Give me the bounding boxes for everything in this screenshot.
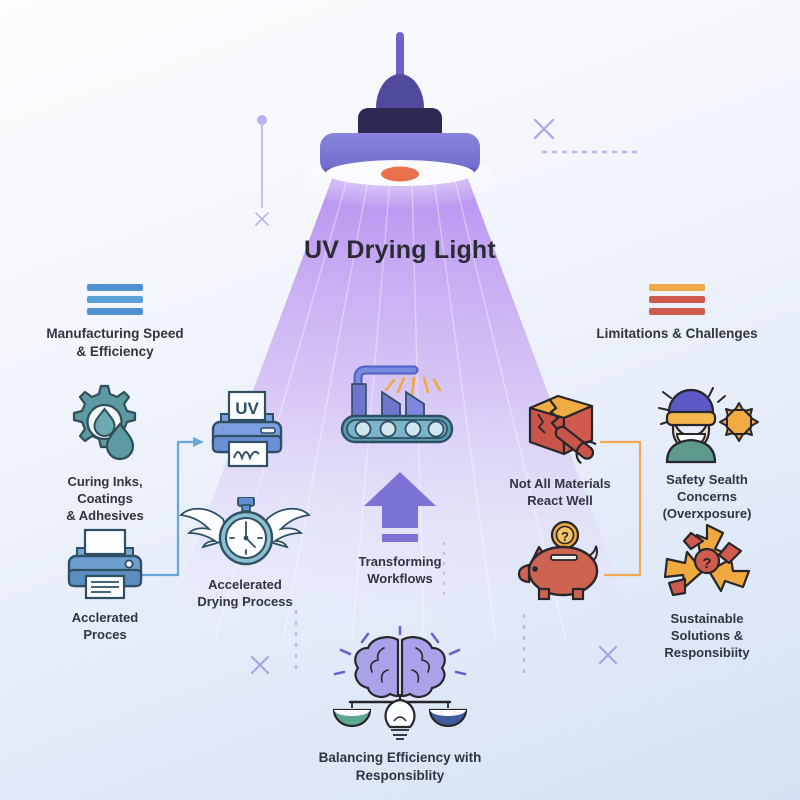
printer-icon xyxy=(67,528,143,600)
node-sustainable-solutions[interactable]: ? Sustainable Solutions & Responsibiity xyxy=(632,521,782,661)
bars-icon xyxy=(87,284,143,315)
lamp-shade xyxy=(320,133,480,175)
svg-text:?: ? xyxy=(561,529,569,544)
section-header-left: Manufacturing Speed & Efficiency xyxy=(10,284,220,361)
node-sustainable-solutions-caption: Sustainable Solutions & Responsibiity xyxy=(664,611,750,661)
recycle-question-icon: ? xyxy=(663,523,751,597)
cracked-box-wrench-icon xyxy=(528,394,597,465)
winged-stopwatch-icon xyxy=(179,497,311,566)
node-balancing-efficiency[interactable]: Balancing Efficiency with Responsiblity xyxy=(280,626,520,785)
node-curing-inks[interactable]: Curing Inks, Coatings & Adhesives xyxy=(30,378,180,524)
node-piggy-bank[interactable]: ? xyxy=(490,515,640,601)
uv-page-label: UV xyxy=(235,399,259,418)
worker-goggles-sun-icon xyxy=(658,387,759,464)
node-transforming-workflows[interactable]: Transforming Workflows xyxy=(325,470,475,587)
node-materials-caption: Not All Materials React Well xyxy=(509,476,611,509)
bars-icon xyxy=(649,284,705,315)
uv-printer-icon: UV xyxy=(211,390,283,468)
node-safety-health-caption: Safety Sealth Concerns (Overxposure) xyxy=(662,472,752,522)
node-accelerated-drying-caption: Accelerated Drying Process xyxy=(197,577,293,610)
x-mark-icon xyxy=(533,118,555,140)
gear-droplet-icon xyxy=(72,384,137,461)
node-materials[interactable]: Not All Materials React Well xyxy=(485,386,635,509)
node-safety-health[interactable]: Safety Sealth Concerns (Overxposure) xyxy=(632,378,782,522)
brain-scales-bulb-icon xyxy=(332,626,468,740)
x-mark-icon xyxy=(598,645,618,665)
dashed-line-icon xyxy=(542,150,638,154)
page-title: UV Drying Light xyxy=(304,236,496,264)
node-curing-inks-caption: Curing Inks, Coatings & Adhesives xyxy=(66,474,144,524)
node-balancing-efficiency-caption: Balancing Efficiency with Responsiblity xyxy=(318,750,482,783)
connector-limitations xyxy=(600,440,642,577)
x-mark-icon xyxy=(250,655,270,675)
x-mark-icon xyxy=(255,212,269,226)
section-header-right: Limitations & Challenges xyxy=(572,284,782,343)
svg-text:?: ? xyxy=(702,555,711,572)
node-transforming-workflows-caption: Transforming Workflows xyxy=(358,554,442,587)
node-accelerated-process[interactable]: Acclerated Proces xyxy=(30,524,180,643)
node-accelerated-process-caption: Acclerated Proces xyxy=(71,610,139,643)
factory-conveyor-icon xyxy=(340,365,454,444)
lamp-bulb xyxy=(381,166,419,182)
pin-line-icon xyxy=(257,115,267,208)
piggy-bank-question-icon: ? xyxy=(517,520,599,601)
section-left-label: Manufacturing Speed & Efficiency xyxy=(46,326,184,360)
arrow-up-icon xyxy=(364,472,436,542)
section-right-label: Limitations & Challenges xyxy=(596,326,758,341)
lamp-cap xyxy=(358,108,442,144)
connector-printer-to-uv xyxy=(136,437,204,577)
node-uv-printer[interactable]: UV xyxy=(172,388,322,472)
lamp-rod xyxy=(396,32,404,92)
node-accelerated-drying[interactable]: Accelerated Drying Process xyxy=(170,497,320,610)
node-factory[interactable] xyxy=(325,358,475,458)
dashed-line-icon xyxy=(522,614,526,680)
